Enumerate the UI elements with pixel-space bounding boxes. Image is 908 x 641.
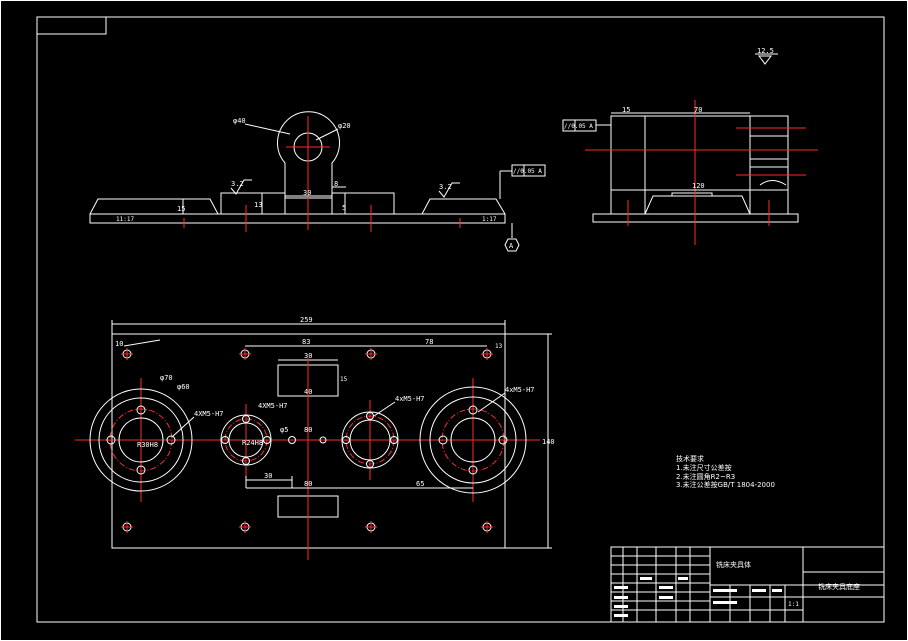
dim-r24: R24H8 (242, 439, 263, 447)
notes-line-1: 1.未注尺寸公差按 (676, 463, 732, 472)
dim-phi70: φ70 (160, 374, 173, 382)
dim-83: 83 (302, 338, 310, 346)
right-bore (450, 417, 496, 463)
dim-4xm5-b: 4XM5-H7 (258, 402, 288, 410)
lug (277, 111, 340, 193)
angle-left: 11:17 (116, 216, 134, 223)
dim-80: 80 (304, 426, 312, 434)
dim-phi60: φ60 (177, 383, 190, 391)
title-drawing-no: 铣床夹具底座 (818, 582, 860, 591)
dim-259: 259 (300, 316, 313, 324)
dim-r30: R30H8 (137, 441, 158, 449)
dim-140: 140 (542, 438, 555, 446)
right-dovetail (421, 198, 506, 215)
datum-label: A (509, 242, 514, 250)
title-block: 铣床夹具体 铣床夹具底座 1:1 (610, 546, 885, 623)
dim-30-bottom: 30 (264, 472, 272, 480)
dim-15-left: 15 (177, 205, 185, 213)
angle-right: 1:17 (482, 216, 497, 223)
dim-78: 78 (425, 338, 433, 346)
dim-phi5: φ5 (280, 426, 288, 434)
dim-65: 65 (416, 480, 424, 488)
dim-80-bottom: 80 (304, 480, 312, 488)
dim-13: 13 (495, 343, 503, 350)
corner-label-box (36, 16, 107, 35)
side-dovetail (644, 195, 751, 215)
notes-title: 技术要求 (676, 454, 704, 463)
pin-hole (288, 436, 296, 444)
side-right-wall (749, 115, 789, 215)
dim-30: 30 (303, 189, 311, 197)
side-dim-120: 120 (692, 182, 705, 190)
dim-30-top: 30 (304, 352, 312, 360)
left-block (220, 192, 286, 215)
front-tolerance-text: //0.05 A (513, 168, 542, 175)
notes-line-2: 2.未注圆角R2~R3 (676, 472, 735, 481)
side-view: 15 70 120 //0.05 A 12.5 (562, 47, 818, 245)
side-dim-70: 70 (694, 106, 702, 114)
title-scale: 1:1 (788, 601, 799, 608)
dim-13: 13 (254, 201, 262, 209)
side-dim-15: 15 (622, 106, 630, 114)
side-tolerance-text: //0.05 A (564, 123, 593, 130)
roughness-left: 3.2 (231, 180, 244, 188)
front-view: φ40 φ20 3.2 3.2 30 8 15 13 5 11:17 1:17 … (89, 111, 546, 252)
plan-view: 259 140 10 13 83 78 30 40 15 φ70 φ6 (75, 316, 555, 560)
dim-4xm5-c: 4xM5-H7 (395, 395, 425, 403)
notes-line-3: 3.未注公差按GB/T 1804-2000 (676, 480, 775, 489)
dim-5: 5 (342, 204, 346, 212)
left-boss-outer (89, 388, 193, 492)
technical-notes: 技术要求 1.未注尺寸公差按 2.未注圆角R2~R3 3.未注公差按GB/T 1… (676, 454, 775, 489)
roughness-right: 3.2 (439, 183, 452, 191)
title-part-name: 铣床夹具体 (716, 560, 751, 569)
phi20-label: φ20 (338, 122, 351, 130)
dim-4xm5-a: 4XM5-H7 (194, 410, 224, 418)
right-boss-outer (419, 386, 527, 494)
left-bore (118, 417, 164, 463)
datum-marker (504, 238, 520, 252)
drawing-frame (36, 16, 885, 623)
dim-4xm5-d: 4xM5-H7 (505, 386, 535, 394)
dim-8: 8 (334, 180, 338, 188)
global-roughness: 12.5 (757, 47, 774, 55)
phi40-label: φ40 (233, 117, 246, 125)
front-base (89, 213, 506, 224)
left-dovetail (89, 198, 219, 215)
side-left-wall (610, 115, 646, 215)
dim-10: 10 (115, 340, 123, 348)
dim-15: 15 (340, 376, 348, 383)
